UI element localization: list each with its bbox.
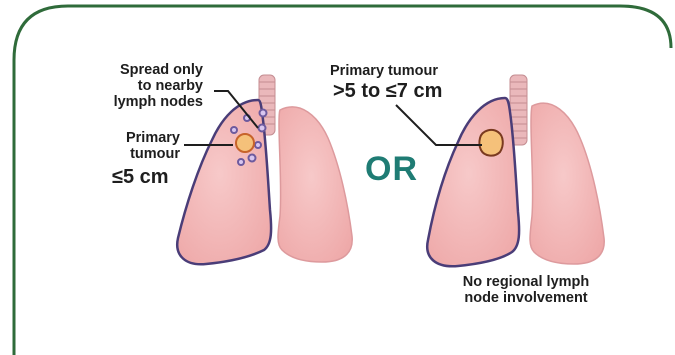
left-primary-label-line-2: tumour xyxy=(100,146,180,162)
spread-label-line-3: lymph nodes xyxy=(100,94,203,110)
right-primary-label: Primary tumour xyxy=(330,63,438,79)
spread-label-line-1: Spread only xyxy=(100,62,203,78)
node-label-line-2: node involvement xyxy=(436,290,616,306)
left-healthy-lung xyxy=(278,107,352,262)
right-affected-lung xyxy=(427,98,519,266)
left-primary-tumour xyxy=(236,134,254,152)
left-size-label: ≤5 cm xyxy=(112,166,169,188)
left-affected-lung xyxy=(177,100,271,264)
left-primary-label: Primary tumour xyxy=(100,130,180,162)
left-lungs xyxy=(177,75,352,264)
right-lungs xyxy=(396,75,604,266)
right-healthy-lung xyxy=(530,103,604,264)
or-connector: OR xyxy=(365,150,418,189)
spread-label-line-2: to nearby xyxy=(100,78,203,94)
node-label-line-1: No regional lymph xyxy=(436,274,616,290)
node-involvement-label: No regional lymph node involvement xyxy=(436,274,616,306)
spread-label: Spread only to nearby lymph nodes xyxy=(100,62,203,110)
left-primary-label-line-1: Primary xyxy=(100,130,180,146)
right-primary-tumour xyxy=(479,130,502,156)
right-size-label: >5 to ≤7 cm xyxy=(333,80,442,102)
